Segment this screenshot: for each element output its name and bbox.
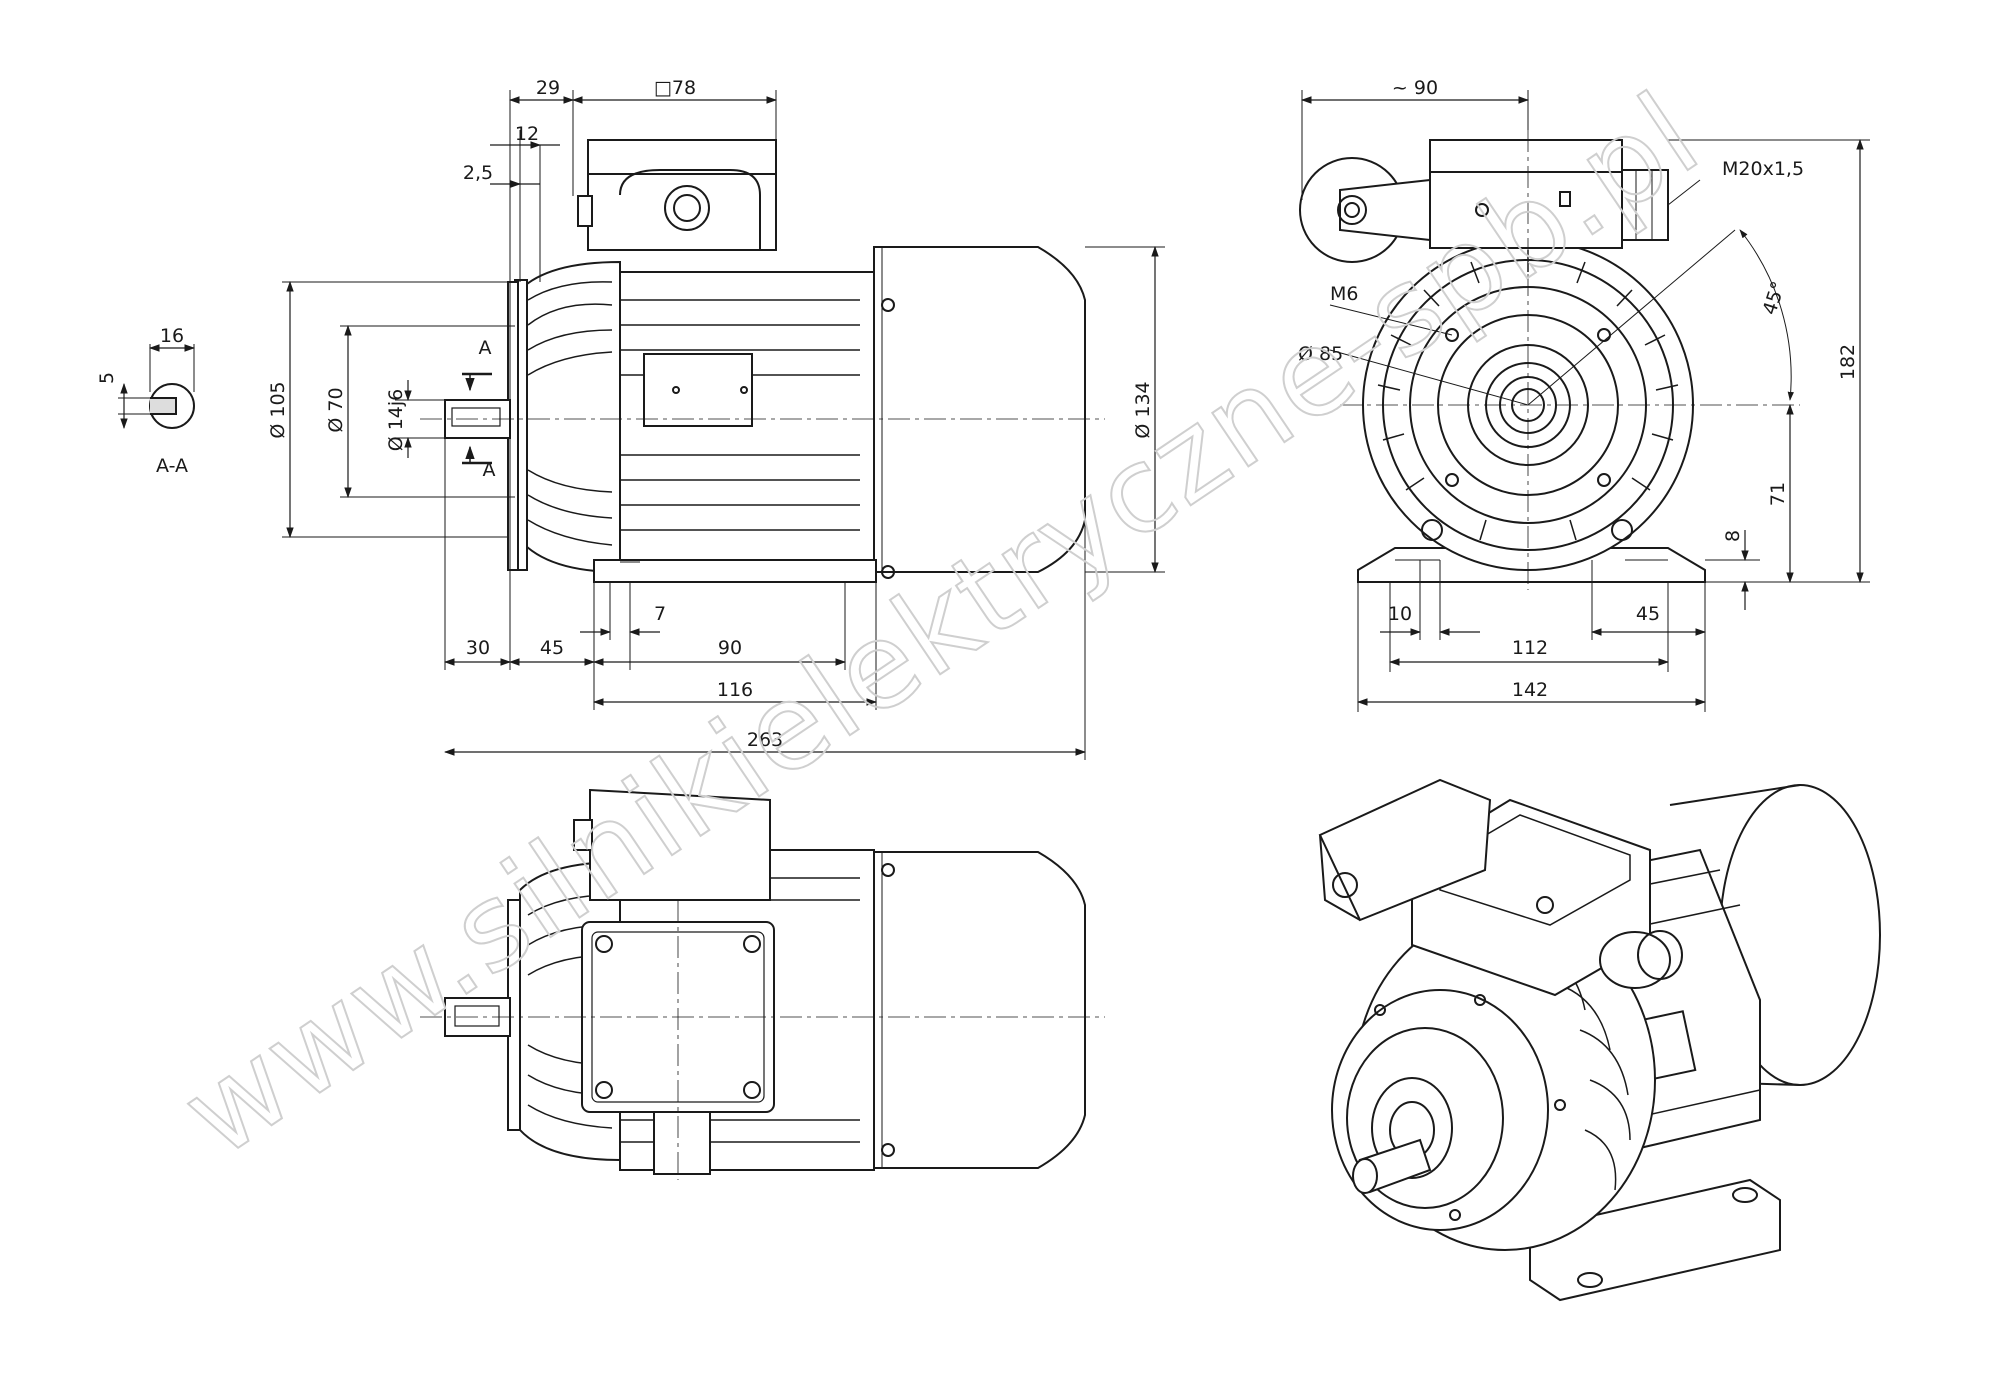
dim-dia-105: Ø 105	[267, 381, 289, 438]
section-label: A-A	[156, 455, 188, 477]
dim-dia-70: Ø 70	[325, 387, 347, 432]
end-view	[1299, 90, 1870, 712]
dim-2-5: 2,5	[463, 162, 493, 184]
label-dia-85: Ø 85	[1298, 343, 1343, 365]
dim-71: 71	[1767, 482, 1789, 506]
dim-263: 263	[747, 729, 783, 751]
side-view	[282, 90, 1165, 760]
cut-marker-top: A	[479, 337, 492, 359]
dim-box-78: □78	[654, 77, 696, 99]
dim-dia-14j6: Ø 14j6	[385, 389, 407, 452]
dim-approx-90: ~ 90	[1392, 77, 1438, 99]
isometric-view	[1318, 778, 1881, 1302]
label-m6: M6	[1330, 283, 1358, 305]
dim-142: 142	[1512, 679, 1548, 701]
label-m20x1-5: M20x1,5	[1722, 158, 1804, 180]
dim-90: 90	[718, 637, 742, 659]
dim-112: 112	[1512, 637, 1548, 659]
dim-45-foot: 45	[1636, 603, 1660, 625]
top-view	[420, 788, 1105, 1180]
section-a-a	[118, 344, 196, 430]
dim-116: 116	[717, 679, 753, 701]
dim-182: 182	[1837, 344, 1859, 380]
dim-8: 8	[1722, 530, 1744, 542]
dim-12: 12	[515, 123, 539, 145]
label-45-deg: 45°	[1759, 279, 1790, 318]
cut-marker-bottom: A	[483, 459, 496, 481]
dim-7: 7	[654, 603, 666, 625]
dim-dia-134: Ø 134	[1132, 381, 1154, 438]
dim-10: 10	[1388, 603, 1412, 625]
section-width-dim: 16	[160, 325, 184, 347]
dim-30: 30	[466, 637, 490, 659]
section-key-dim: 5	[96, 372, 118, 384]
dim-45: 45	[540, 637, 564, 659]
dim-29: 29	[536, 77, 560, 99]
